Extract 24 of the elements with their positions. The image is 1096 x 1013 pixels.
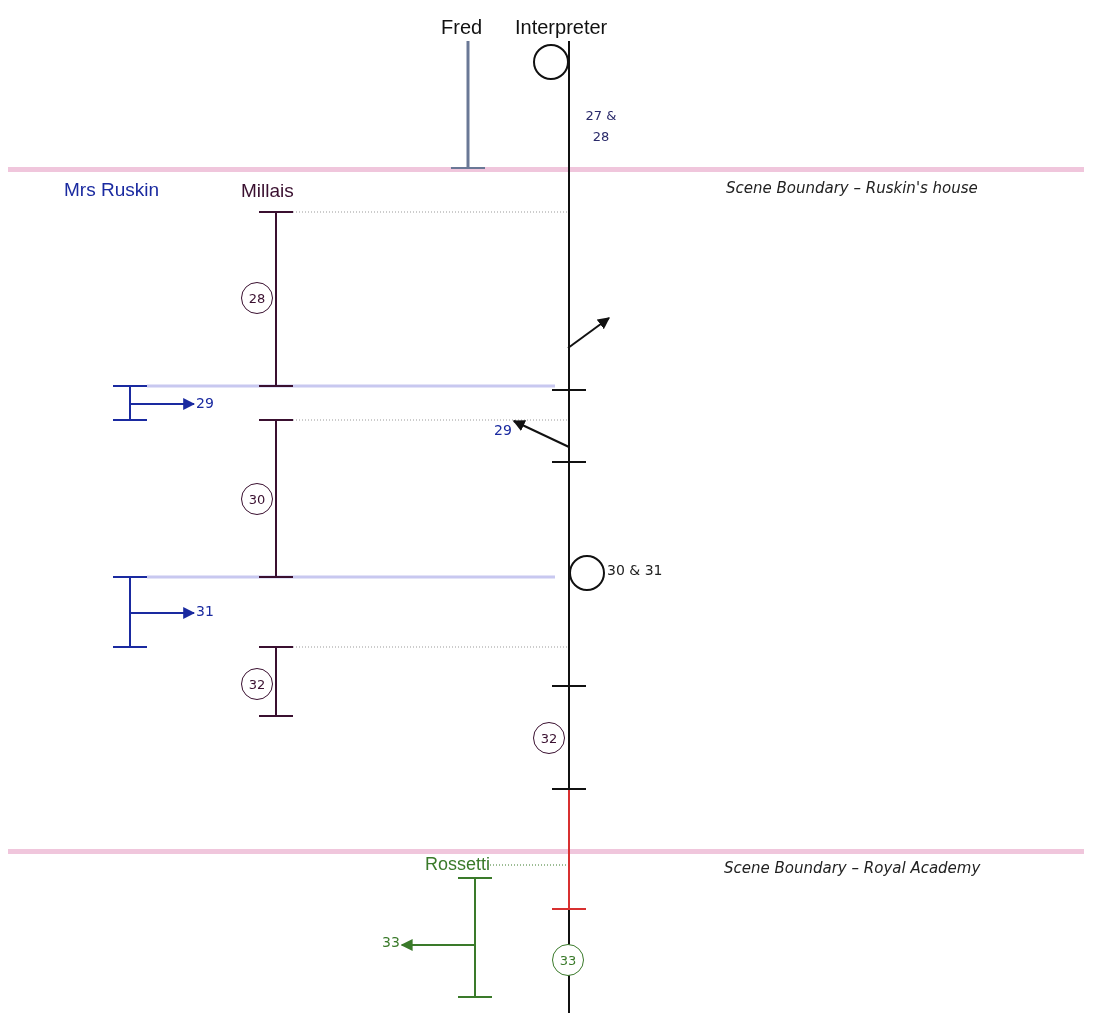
scene-number: 29	[494, 423, 512, 439]
numbered-circle: 30	[241, 483, 273, 515]
numbered-circle: 32	[241, 668, 273, 700]
arrow	[129, 607, 196, 619]
scene-number: 29	[196, 396, 214, 412]
lifeline-name: Interpreter	[515, 16, 608, 38]
event-circle	[569, 555, 605, 591]
arrow	[400, 939, 476, 951]
scene-number: 31	[196, 604, 214, 620]
scene-boundary-label: Scene Boundary – Royal Academy	[724, 860, 981, 877]
scene-number: 33	[382, 935, 400, 951]
scene-numbers: 27 & 28	[584, 107, 618, 146]
numbered-circle: 28	[241, 282, 273, 314]
arrow	[129, 398, 196, 410]
character-name: Millais	[241, 181, 294, 202]
scene-numbers: 30 & 31	[607, 563, 663, 579]
character-name: Rossetti	[425, 855, 491, 875]
arrow	[512, 420, 570, 448]
lifeline-name: Fred	[441, 16, 483, 38]
event-circle	[533, 44, 569, 80]
numbered-circle: 33	[552, 944, 584, 976]
character-name: Mrs Ruskin	[64, 180, 159, 201]
numbered-circle: 32	[533, 722, 565, 754]
scene-boundary-label: Scene Boundary – Ruskin's house	[726, 180, 978, 197]
